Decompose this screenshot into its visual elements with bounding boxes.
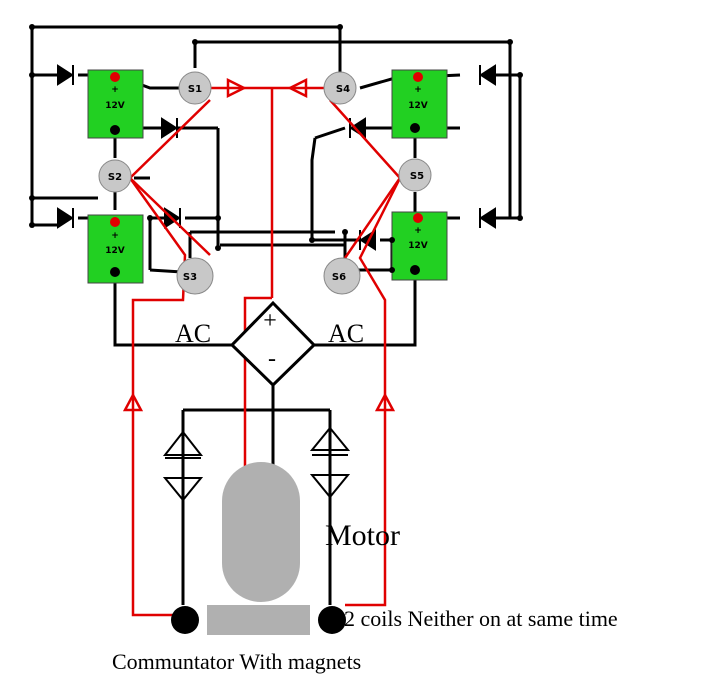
bridge-plus: + [263, 308, 277, 334]
diode-top-left-icon [57, 64, 74, 86]
switch-s5: S5 [398, 158, 432, 192]
junction-dots [29, 24, 523, 273]
current-path [122, 77, 402, 617]
switch-label: S3 [183, 272, 197, 283]
commutator [171, 605, 346, 635]
diode-top-right-icon [479, 64, 496, 86]
motor-label: Motor [325, 519, 400, 552]
switch-s6: S6 [323, 257, 361, 295]
switch-s2: S2 [98, 159, 132, 193]
battery-plus: + [111, 85, 119, 95]
battery-voltage: 12V [105, 246, 125, 256]
battery-plus: + [414, 226, 422, 236]
bridge-rectifier: + - AC AC [175, 300, 364, 388]
battery-bottom-left: + 12V [87, 214, 144, 284]
battery-plus: + [414, 85, 422, 95]
battery-top-right: + 12V [391, 69, 448, 139]
diode-bottom-right-icon [479, 207, 496, 229]
coils-note: 2 coils Neither on at same time [344, 606, 618, 631]
coil-left [162, 430, 204, 502]
switch-s4: S4 [323, 71, 357, 105]
commutator-label: Communtator With magnets [112, 649, 361, 674]
battery-top-left: + 12V [87, 69, 144, 139]
battery-voltage: 12V [105, 101, 125, 111]
switch-s3: S3 [176, 257, 214, 295]
bridge-minus: - [268, 346, 276, 372]
ac-left-label: AC [175, 319, 211, 348]
battery-bottom-right: + 12V [391, 211, 448, 281]
motor: Motor [222, 462, 400, 602]
switch-label: S2 [108, 172, 122, 183]
switch-label: S6 [332, 272, 346, 283]
switch-label: S1 [188, 84, 202, 95]
battery-plus: + [111, 231, 119, 241]
switch-label: S4 [336, 84, 350, 95]
battery-voltage: 12V [408, 101, 428, 111]
diode-bottom-left-icon [57, 207, 74, 229]
switch-label: S5 [410, 171, 424, 182]
battery-voltage: 12V [408, 241, 428, 251]
coil-right [309, 426, 351, 499]
ac-right-label: AC [328, 319, 364, 348]
diode-mid-left-icon [161, 117, 178, 139]
switch-s1: S1 [178, 71, 212, 105]
